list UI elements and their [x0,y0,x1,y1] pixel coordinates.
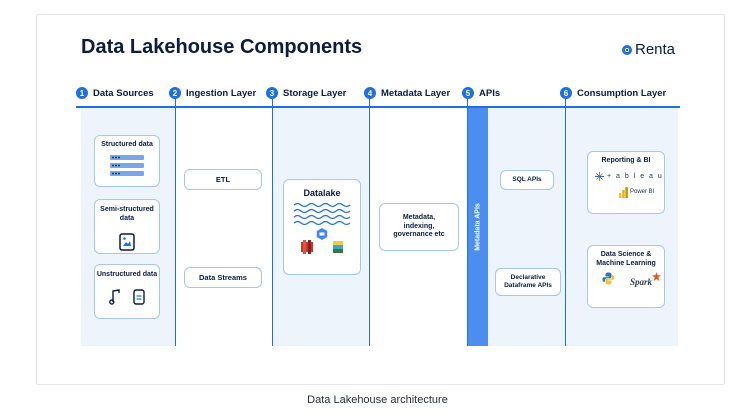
stage-label: Storage Layer [283,87,347,99]
reporting-bi-label: Reporting & BI [601,157,651,164]
declarative-apis-card: Declarative Dataframe APIs [495,268,561,296]
aws-s3-icon [301,240,313,254]
stage-label: Metadata Layer [381,87,451,99]
stage-header-2: 2 Ingestion Layer [169,87,256,99]
stage-number: 4 [364,87,376,99]
tableau-icon [595,171,604,181]
spark-text: Spark [630,276,653,287]
gcs-icon [316,228,328,240]
semi-structured-data-label: Semi-structured data [100,206,154,222]
metadata-line-3: governance etc [393,231,445,239]
stage-header-5: 5 APIs [462,87,500,99]
powerbi-logo: Power BI [619,186,664,198]
separator-2 [272,99,273,346]
stage-header-4: 4 Metadata Layer [364,87,450,99]
stage-label: Data Sources [93,87,154,99]
stage-header-6: 6 Consumption Layer [560,87,666,99]
spark-star-icon [652,271,661,281]
diagram-title: Data Lakehouse Components [81,36,363,58]
metadata-apis-band [468,108,488,346]
figure-caption: Data Lakehouse architecture [307,394,448,406]
declarative-line-2: Dataframe APIs [504,282,552,289]
brand-logo: Renta [622,41,675,58]
azure-storage-icon [333,241,343,253]
cloud-storage-icons [292,228,352,258]
stage-number: 6 [560,87,572,99]
data-science-line-2: Machine Learning [596,259,656,267]
table-icon [110,154,144,176]
tableau-logo: + a b l e a u [595,171,664,181]
stage-label: Consumption Layer [577,87,667,99]
stage-number: 1 [76,87,88,99]
image-file-icon [119,232,135,251]
stage-number: 3 [266,87,278,99]
sql-apis-card: SQL APIs [500,170,554,190]
unstructured-icons [109,288,145,305]
stage-number: 5 [462,87,474,99]
separator-1 [175,99,176,346]
unstructured-data-card: Unstructured data [94,264,160,319]
datalake-label: Datalake [303,188,341,198]
column-apis [488,108,566,346]
separator-4 [467,99,468,346]
power-bi-icon [619,186,628,198]
metadata-card: Metadata, indexing, governance etc [379,203,459,251]
structured-data-label: Structured data [101,141,153,148]
stage-number: 2 [169,87,181,99]
column-consumption [566,108,678,346]
stage-label: APIs [479,87,501,99]
waves-icon [293,202,351,226]
data-science-card: Data Science & Machine Learning Spark [587,245,665,308]
etl-card: ETL [184,169,262,190]
declarative-line-1: Declarative [510,273,546,281]
data-streams-label: Data Streams [199,272,247,282]
datalake-card: Datalake [283,179,361,275]
etl-label: ETL [215,174,231,184]
structured-data-card: Structured data [94,135,160,187]
python-icon [602,272,615,284]
stage-header-3: 3 Storage Layer [266,87,346,99]
data-science-line-1: Data Science & [600,251,652,258]
stage-label: Ingestion Layer [186,87,257,99]
reporting-bi-card: Reporting & BI + a b l e a u Power BI [587,151,665,214]
tableau-text: + a b l e a u [607,172,664,180]
metadata-line-1: Metadata, [402,213,436,221]
metadata-line-2: indexing, [403,222,435,230]
unstructured-data-label: Unstructured data [96,271,158,278]
separator-3 [369,99,370,346]
ml-logos: Spark [588,269,664,295]
data-streams-card: Data Streams [184,267,262,288]
power-bi-text: Power BI [630,189,655,196]
renta-logo-icon [622,44,632,55]
sql-apis-label: SQL APIs [512,175,542,183]
metadata-apis-label: Metadata APIs [474,203,482,251]
document-icon [133,289,145,305]
separator-5 [565,99,566,346]
semi-structured-data-card: Semi-structured data [94,199,160,254]
stage-header-1: 1 Data Sources [76,87,154,99]
music-note-icon [109,288,120,305]
timeline-axis [76,106,680,108]
brand-name: Renta [635,41,676,58]
